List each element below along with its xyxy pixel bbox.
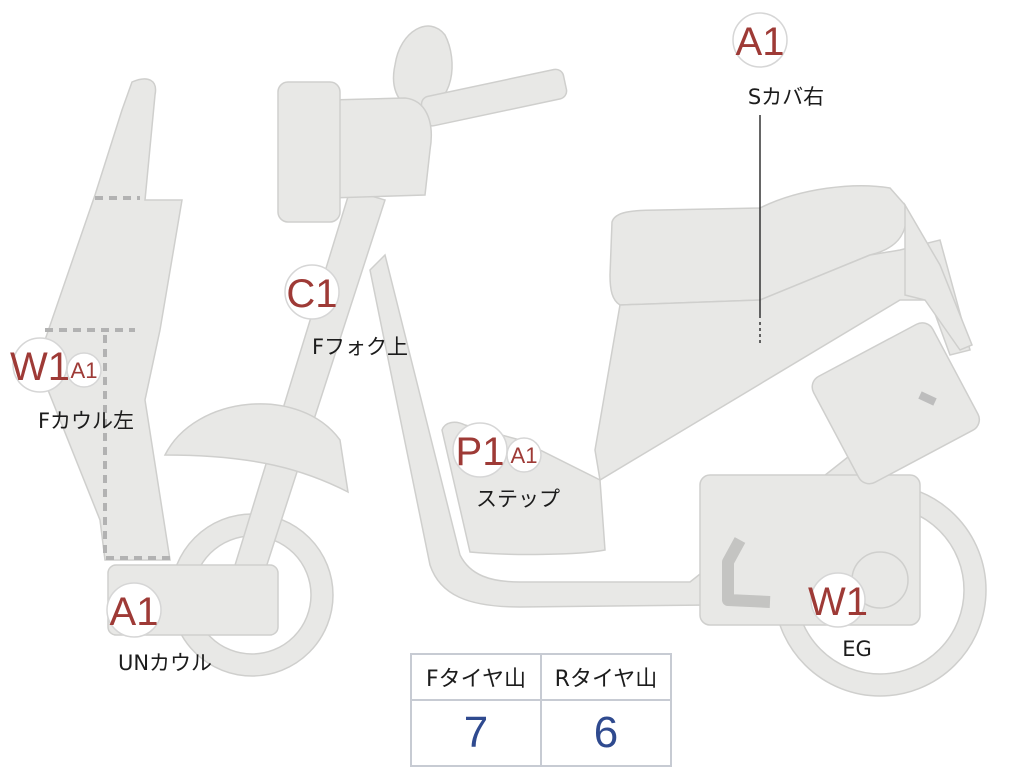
engine-unit <box>699 322 981 626</box>
part-label: Fカウル左 <box>38 409 134 433</box>
sub-damage-code: A1 <box>71 358 98 383</box>
front-fender <box>163 403 349 494</box>
front-tread-value: 7 <box>410 699 542 767</box>
part-label: EG <box>842 637 872 661</box>
rear-tread-value: 6 <box>540 699 672 767</box>
tail <box>904 202 973 351</box>
handlebar-assembly <box>277 25 568 223</box>
front-cowl <box>41 78 183 561</box>
damage-code: C1 <box>286 272 337 316</box>
marker-step: P1 A1 ステップ <box>452 422 560 511</box>
seat <box>609 185 907 306</box>
marker-cowl-left: W1 A1 Fカウル左 <box>10 337 134 433</box>
marker-under-cowl: A1 UNカウル <box>106 582 212 675</box>
rear-body <box>594 239 971 482</box>
damage-code: P1 <box>456 430 505 474</box>
part-label: ステップ <box>476 487 560 511</box>
damage-code: W1 <box>808 580 868 624</box>
sub-damage-code: A1 <box>511 443 538 468</box>
damage-code: A1 <box>736 20 785 64</box>
marker-engine: W1 EG <box>808 572 872 661</box>
headlight <box>277 81 341 223</box>
part-label: UNカウル <box>118 651 212 675</box>
front-fork <box>231 189 386 581</box>
part-label: Sカバ右 <box>748 85 824 109</box>
marker-seat-cover-right: A1 Sカバ右 <box>732 12 824 109</box>
front-tread-header: Fタイヤ山 <box>410 653 542 701</box>
tire-tread-table: Fタイヤ山 Rタイヤ山 7 6 <box>410 653 672 767</box>
headlight-housing <box>329 97 432 199</box>
damage-code: A1 <box>110 590 159 634</box>
marker-fork-upper: C1 Fフォク上 <box>284 264 408 359</box>
damage-code: W1 <box>10 345 70 389</box>
rear-tread-header: Rタイヤ山 <box>540 653 672 701</box>
part-label: Fフォク上 <box>312 335 408 359</box>
